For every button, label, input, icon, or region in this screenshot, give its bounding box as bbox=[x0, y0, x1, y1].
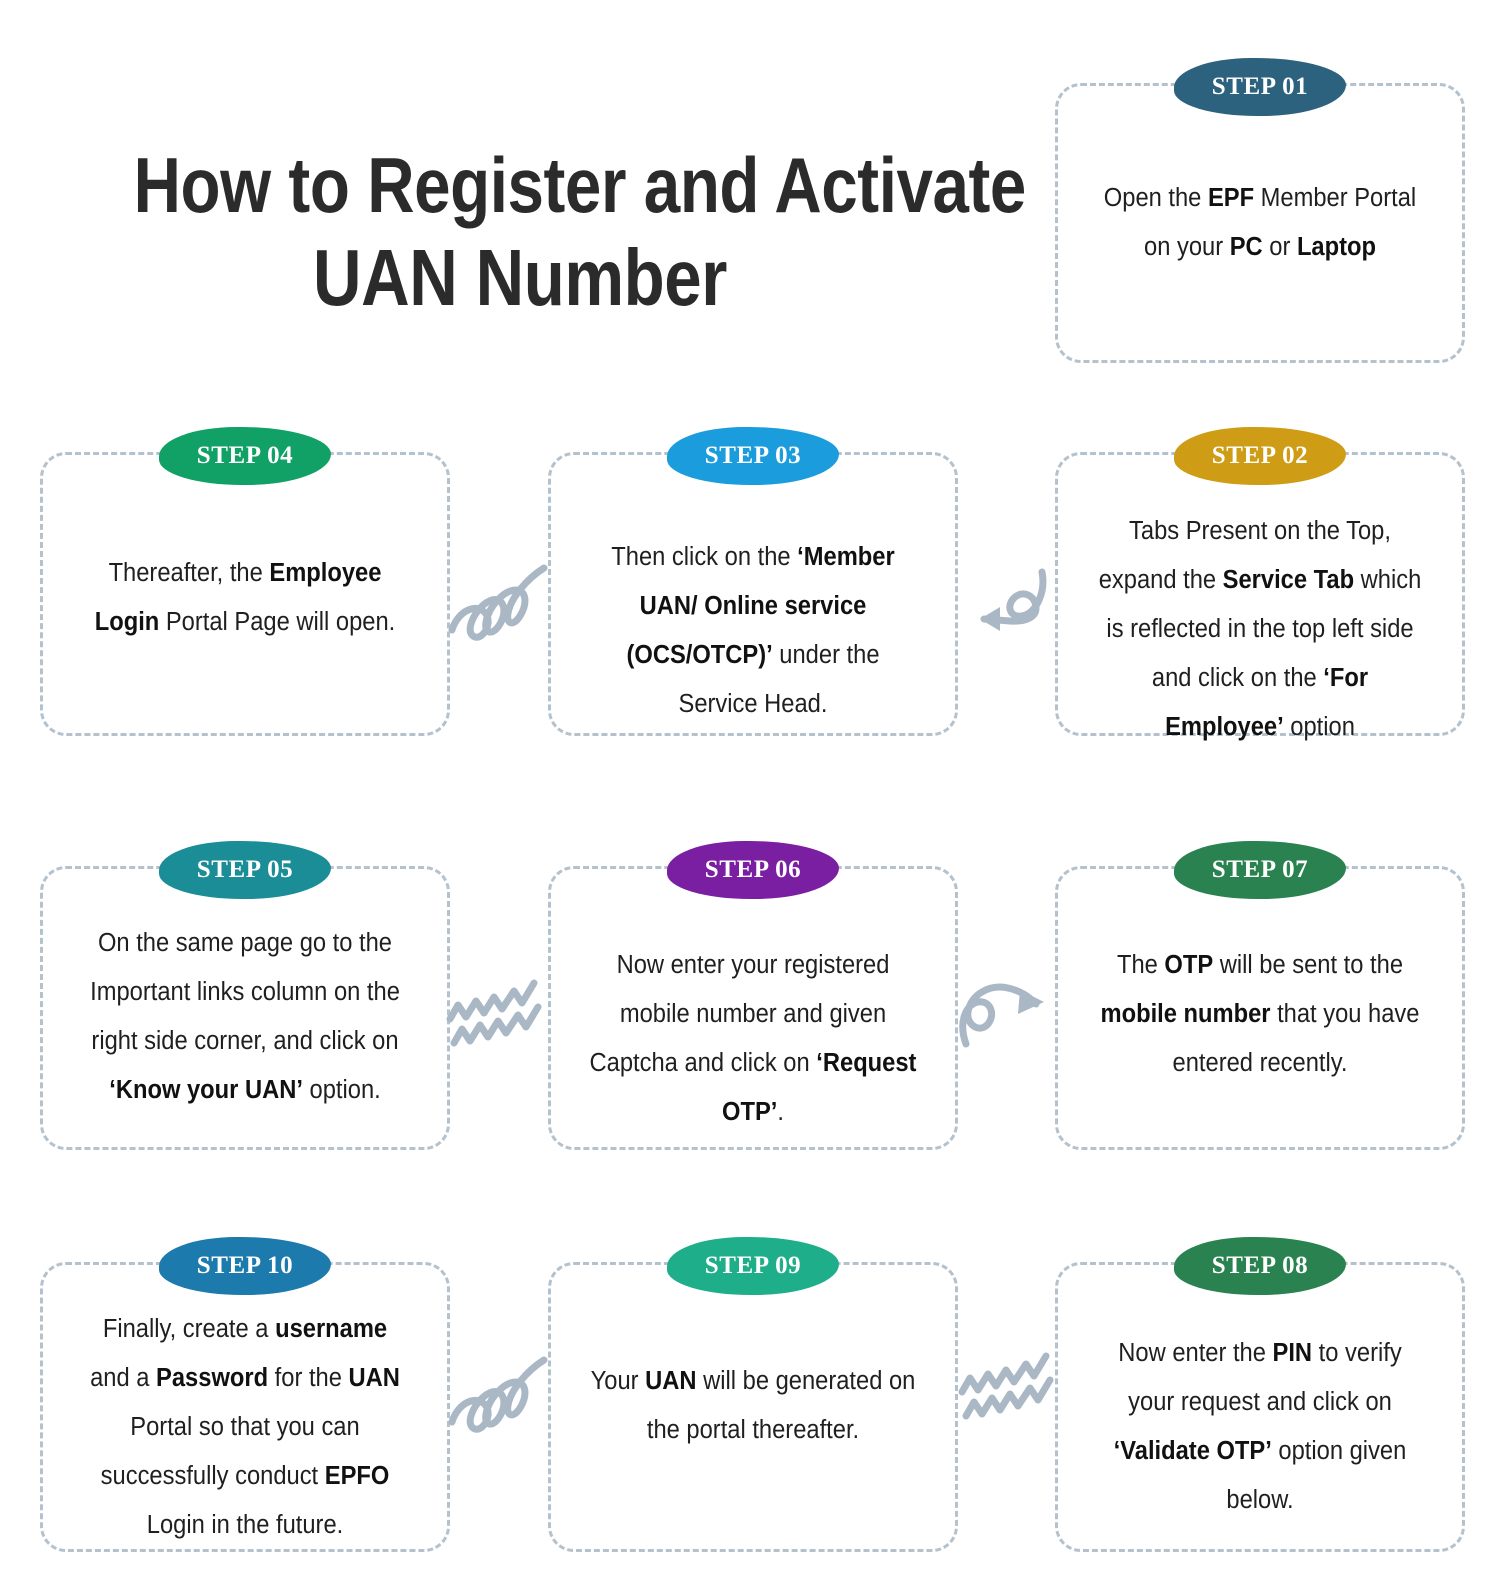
connector-step05-step06-icon bbox=[444, 975, 550, 1051]
step-badge-04: STEP 04 bbox=[159, 427, 331, 485]
step-badge-07: STEP 07 bbox=[1174, 841, 1346, 899]
step-body-07: The OTP will be sent to the mobile numbe… bbox=[1100, 951, 1420, 1077]
connector-step10-step09-icon bbox=[448, 1348, 552, 1444]
step-body-01: Open the EPF Member Portal on your PC or… bbox=[1103, 184, 1417, 261]
connector-step03-step02-icon bbox=[950, 566, 1050, 638]
connector-step06-step07-icon bbox=[956, 966, 1058, 1050]
step-body-03: Then click on the ‘Member UAN/ Online se… bbox=[611, 543, 895, 718]
step-card-05: STEP 05 On the same page go to the Impor… bbox=[40, 841, 450, 1150]
step-badge-05: STEP 05 bbox=[159, 841, 331, 899]
step-body-02: Tabs Present on the Top, expand the Serv… bbox=[1098, 517, 1422, 741]
connector-step04-step03-icon bbox=[448, 556, 552, 652]
step-card-10: STEP 10 Finally, create a username and a… bbox=[40, 1237, 450, 1552]
page-title-line-2: UAN Number bbox=[313, 233, 727, 323]
page-title-line-1: How to Register and Activate bbox=[133, 141, 1027, 229]
step-card-02: STEP 02 Tabs Present on the Top, expand … bbox=[1055, 427, 1465, 741]
step-card-09: STEP 09 Your UAN will be generated on th… bbox=[548, 1237, 958, 1552]
step-body-04: Thereafter, the Employee Login Portal Pa… bbox=[94, 559, 396, 636]
page-title: How to Register and Activate UAN Number bbox=[60, 140, 1027, 325]
step-badge-09: STEP 09 bbox=[667, 1237, 839, 1295]
step-body-10: Finally, create a username and a Passwor… bbox=[90, 1315, 400, 1539]
step-card-08: STEP 08 Now enter the PIN to verify your… bbox=[1055, 1237, 1465, 1552]
step-body-09: Your UAN will be generated on the portal… bbox=[590, 1367, 916, 1444]
step-badge-06: STEP 06 bbox=[667, 841, 839, 899]
step-card-03: STEP 03 Then click on the ‘Member UAN/ O… bbox=[548, 427, 958, 736]
step-badge-01: STEP 01 bbox=[1174, 58, 1346, 116]
step-body-08: Now enter the PIN to verify your request… bbox=[1113, 1339, 1407, 1514]
step-card-06: STEP 06 Now enter your registered mobile… bbox=[548, 841, 958, 1150]
step-card-07: STEP 07 The OTP will be sent to the mobi… bbox=[1055, 841, 1465, 1150]
step-card-01: STEP 01 Open the EPF Member Portal on yo… bbox=[1055, 58, 1465, 363]
step-badge-03: STEP 03 bbox=[667, 427, 839, 485]
step-badge-10: STEP 10 bbox=[159, 1237, 331, 1295]
step-body-05: On the same page go to the Important lin… bbox=[90, 929, 400, 1104]
step-badge-02: STEP 02 bbox=[1174, 427, 1346, 485]
connector-step09-step08-icon bbox=[956, 1348, 1062, 1424]
step-card-04: STEP 04 Thereafter, the Employee Login P… bbox=[40, 427, 450, 736]
step-body-06: Now enter your registered mobile number … bbox=[589, 951, 917, 1126]
step-badge-08: STEP 08 bbox=[1174, 1237, 1346, 1295]
